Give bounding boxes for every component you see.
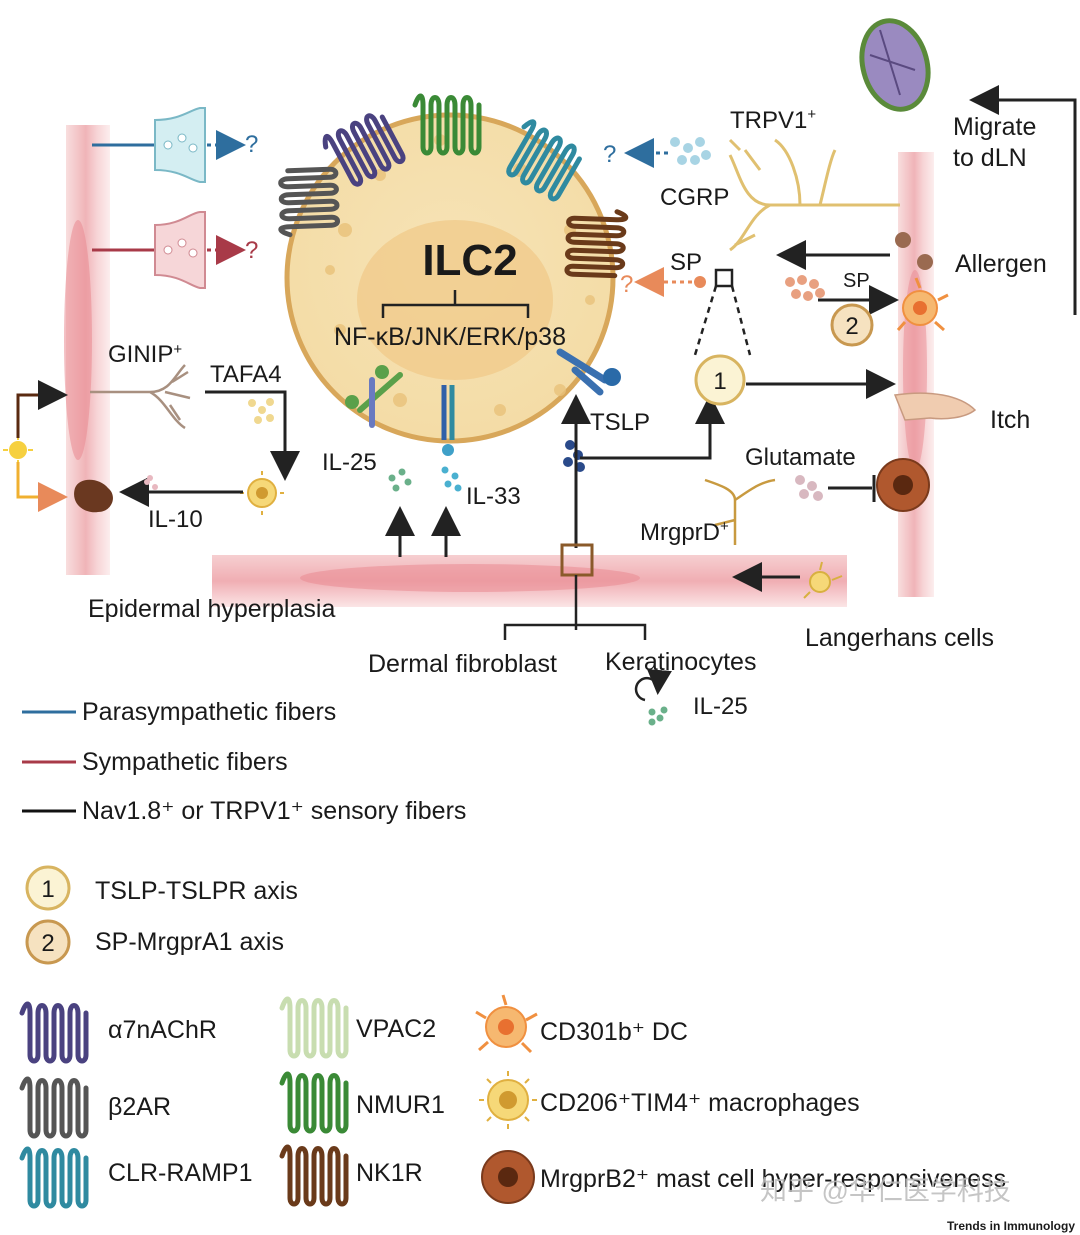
macrophage-icon bbox=[240, 471, 284, 515]
parasympathetic-terminal-icon bbox=[92, 107, 246, 183]
legend-axis-number: 2 bbox=[41, 930, 54, 957]
ilc2-cell: ILC2 NF-κB/JNK/ERK/p38 bbox=[284, 112, 616, 444]
tslp-label: TSLP bbox=[590, 409, 650, 436]
dc-cell-icon bbox=[475, 994, 538, 1054]
clr-ramp1-legend-icon bbox=[22, 1149, 86, 1206]
migrate-label-line1: Migrate bbox=[953, 113, 1036, 141]
hand-icon bbox=[893, 392, 977, 421]
ginip-label: GINIP+ bbox=[108, 341, 182, 368]
macrophage-icon bbox=[479, 1071, 537, 1129]
cgrp-dots bbox=[670, 137, 711, 165]
sp-top-label: SP bbox=[670, 249, 702, 276]
mast-cell-icon bbox=[74, 479, 113, 513]
tslp-receptor-icon bbox=[556, 348, 621, 396]
trpv1-label: TRPV1+ bbox=[730, 106, 816, 134]
legend-cells: CD301b⁺ DC CD206⁺TIM4⁺ macrophages Mrgpr… bbox=[475, 994, 1006, 1204]
langerhans-label: Langerhans cells bbox=[805, 624, 994, 652]
sp-dot bbox=[694, 276, 706, 288]
legend-cell-label: MrgprB2⁺ mast cell hyper-responsiveness bbox=[540, 1165, 1006, 1193]
glutamate-label: Glutamate bbox=[745, 444, 856, 471]
unknown-mark: ? bbox=[603, 141, 616, 168]
mrgprd-neuron-icon bbox=[704, 478, 776, 545]
legend-fiber-label: Sympathetic fibers bbox=[82, 748, 288, 776]
legend-fiber-label: Parasympathetic fibers bbox=[82, 698, 336, 726]
keratinocytes-label: Keratinocytes bbox=[605, 648, 756, 676]
legend-receptor-label: NMUR1 bbox=[356, 1091, 445, 1119]
legend-axis-label: TSLP-TSLPR axis bbox=[95, 877, 298, 905]
itch-label: Itch bbox=[990, 406, 1030, 434]
lymph-node-icon bbox=[859, 18, 931, 112]
tafa4-dots bbox=[248, 398, 274, 424]
legend-axis-number: 1 bbox=[41, 876, 54, 903]
b2ar-receptor-icon bbox=[279, 169, 338, 235]
ilc2-title: ILC2 bbox=[422, 236, 517, 285]
glutamate-dots bbox=[795, 475, 823, 501]
ginip-neuron-icon bbox=[90, 364, 191, 430]
il33-dots bbox=[441, 466, 462, 492]
allergen-label: Allergen bbox=[955, 250, 1047, 278]
autocrine-loop-icon bbox=[634, 669, 672, 702]
il25-kc-dots bbox=[648, 706, 668, 726]
migrate-label-line2: to dLN bbox=[953, 144, 1027, 172]
mast-cell-icon bbox=[876, 458, 930, 512]
dc-cell-icon bbox=[896, 277, 949, 332]
legend-cell-label: CD301b⁺ DC bbox=[540, 1018, 688, 1046]
nk1r-receptor-icon bbox=[567, 210, 626, 276]
il25-label: IL-25 bbox=[322, 449, 377, 476]
watermark: 知乎 @华仁医学科技 bbox=[760, 1176, 1011, 1206]
b2ar-legend-icon bbox=[22, 1079, 86, 1136]
sp-right-dots bbox=[785, 275, 825, 301]
axis-1-badge bbox=[694, 354, 746, 406]
legend-fiber-label: Nav1.8⁺ or TRPV1⁺ sensory fibers bbox=[82, 797, 466, 825]
il25-receptor-icon bbox=[345, 365, 403, 428]
il10-label: IL-10 bbox=[148, 506, 203, 533]
langerhans-cell-icon bbox=[803, 561, 843, 599]
sp-right-label: SP bbox=[843, 270, 870, 292]
trpv1-neuron-icon bbox=[728, 138, 900, 252]
a7nachr-legend-icon bbox=[22, 1004, 86, 1061]
nmur1-receptor-icon bbox=[415, 96, 479, 153]
pathway-label: NF-κB/JNK/ERK/p38 bbox=[334, 323, 566, 351]
legend-cell-label: CD206⁺TIM4⁺ macrophages bbox=[540, 1089, 860, 1117]
unknown-mark: ? bbox=[245, 131, 258, 158]
legend-receptor-label: CLR-RAMP1 bbox=[108, 1159, 252, 1187]
allergen-icon bbox=[895, 232, 933, 270]
mrgprd-label: MrgprD+ bbox=[640, 518, 729, 546]
vpac2-legend-icon bbox=[282, 999, 346, 1056]
sympathetic-terminal-icon bbox=[92, 211, 246, 289]
mast-cell-icon bbox=[481, 1150, 535, 1204]
legend-receptor-label: NK1R bbox=[356, 1159, 423, 1187]
axis-1-number: 1 bbox=[713, 368, 726, 395]
cgrp-label: CGRP bbox=[660, 184, 729, 211]
axis-2-badge bbox=[830, 303, 874, 347]
tslp-dots bbox=[563, 440, 585, 472]
axis-2-number: 2 bbox=[845, 313, 858, 340]
il10-dots bbox=[144, 475, 158, 490]
fibroblast-label: Dermal fibroblast bbox=[368, 650, 557, 678]
nk1r-legend-icon bbox=[282, 1147, 346, 1204]
il25-kc-label: IL-25 bbox=[693, 693, 748, 720]
legend-receptor-label: α7nAChR bbox=[108, 1016, 217, 1044]
journal-label: Trends in Immunology bbox=[947, 1219, 1075, 1233]
legend-receptor-label: VPAC2 bbox=[356, 1015, 436, 1043]
il25-dots bbox=[388, 468, 412, 492]
legend-receptor-label: β2AR bbox=[108, 1093, 171, 1121]
legend-axes: 1 TSLP-TSLPR axis 2 SP-MrgprA1 axis bbox=[25, 865, 298, 965]
il33-label: IL-33 bbox=[466, 483, 521, 510]
legend-axis-label: SP-MrgprA1 axis bbox=[95, 928, 284, 956]
zoom-box bbox=[714, 268, 734, 288]
unknown-mark: ? bbox=[620, 271, 633, 298]
il33-receptor-icon bbox=[441, 385, 455, 456]
legend-fibers: Parasympathetic fibers Sympathetic fiber… bbox=[22, 698, 466, 825]
legend-receptors: α7nAChR β2AR CLR-RAMP1 VPAC2 NMUR1 NK1R bbox=[22, 999, 445, 1206]
tafa4-label: TAFA4 bbox=[210, 361, 282, 388]
epidermal-label: Epidermal hyperplasia bbox=[88, 595, 335, 623]
left-sun-cell-icon bbox=[3, 380, 68, 512]
nmur1-legend-icon bbox=[282, 1074, 346, 1131]
unknown-mark: ? bbox=[245, 237, 258, 264]
